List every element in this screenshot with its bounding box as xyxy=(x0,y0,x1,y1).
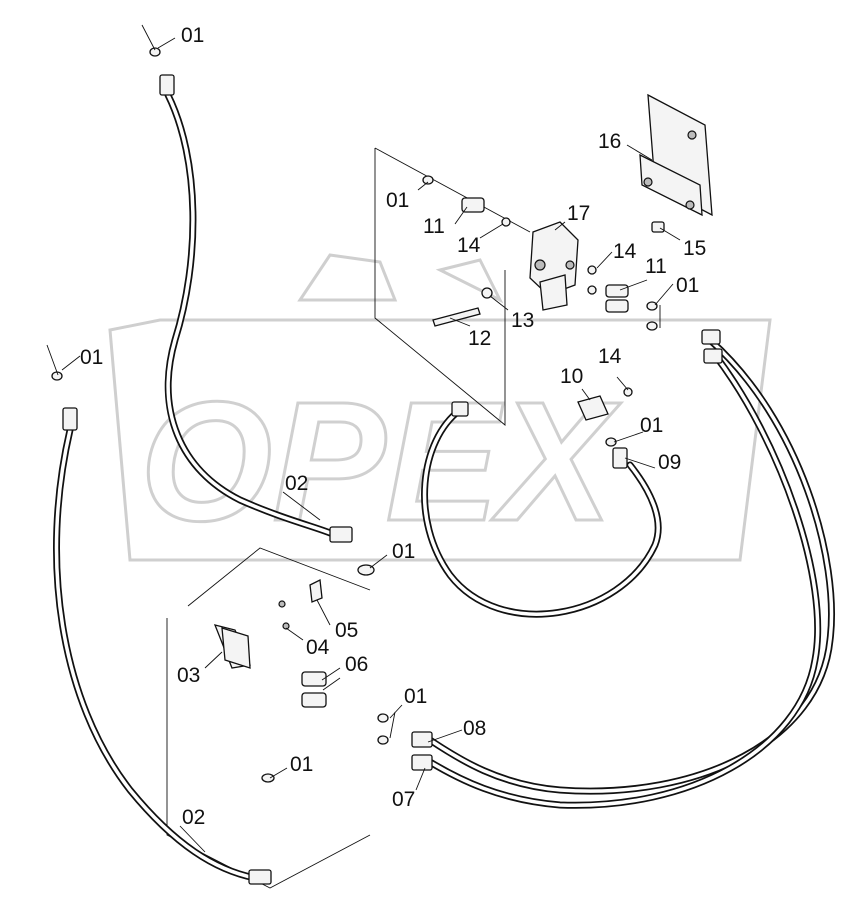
callout-10: 10 xyxy=(560,365,583,388)
callout-01: 01 xyxy=(404,685,427,708)
callout-17: 17 xyxy=(567,202,590,225)
hose-end-fitting xyxy=(248,869,272,885)
callout-14: 14 xyxy=(613,240,637,263)
hose-pair xyxy=(411,329,835,809)
leader-lines xyxy=(46,24,681,853)
callout-14: 14 xyxy=(457,234,481,257)
callout-15: 15 xyxy=(683,237,706,260)
callout-01: 01 xyxy=(80,346,103,369)
hose-end-fitting xyxy=(411,754,433,771)
callout-02: 02 xyxy=(182,806,205,829)
callout-01: 01 xyxy=(290,753,313,776)
callout-04: 04 xyxy=(306,636,330,659)
hose-end-fitting xyxy=(703,348,723,364)
hose-end-fitting xyxy=(62,407,78,431)
callout-03: 03 xyxy=(177,664,200,687)
callout-08: 08 xyxy=(463,717,486,740)
callout-02: 02 xyxy=(285,472,308,495)
hose-end-fitting xyxy=(411,731,433,748)
callout-01: 01 xyxy=(386,189,409,212)
watermark-text: OPEX xyxy=(140,367,621,557)
hose-end-fitting xyxy=(701,329,721,345)
callout-01: 01 xyxy=(676,274,699,297)
callout-16: 16 xyxy=(598,130,621,153)
hose-end-fitting xyxy=(329,526,353,543)
callout-13: 13 xyxy=(511,309,534,332)
callout-12: 12 xyxy=(468,327,491,350)
callout-01: 01 xyxy=(392,540,415,563)
hose-loop xyxy=(421,401,662,618)
hose-end-fitting xyxy=(159,74,175,96)
callout-01: 01 xyxy=(640,414,663,437)
callout-07: 07 xyxy=(392,788,415,811)
lower-panel-outline xyxy=(166,547,371,889)
callout-05: 05 xyxy=(335,619,358,642)
hose-end-fitting xyxy=(451,401,469,417)
callout-01: 01 xyxy=(181,24,204,47)
hose-left xyxy=(53,407,272,885)
opex-watermark: OPEX xyxy=(108,253,772,562)
callout-09: 09 xyxy=(658,451,681,474)
valve-block xyxy=(529,221,579,311)
callout-11: 11 xyxy=(423,215,445,238)
fittings-upper xyxy=(422,175,665,447)
callout-14: 14 xyxy=(598,345,622,368)
hose-end-fitting xyxy=(612,447,628,469)
callout-11: 11 xyxy=(645,255,667,278)
callout-06: 06 xyxy=(345,653,368,676)
hose-upper xyxy=(159,74,353,543)
callouts: 01 01 01 01 01 01 01 01 02 02 03 04 05 0… xyxy=(80,24,706,829)
mounting-plate xyxy=(639,93,713,217)
lower-bracket xyxy=(51,47,389,783)
